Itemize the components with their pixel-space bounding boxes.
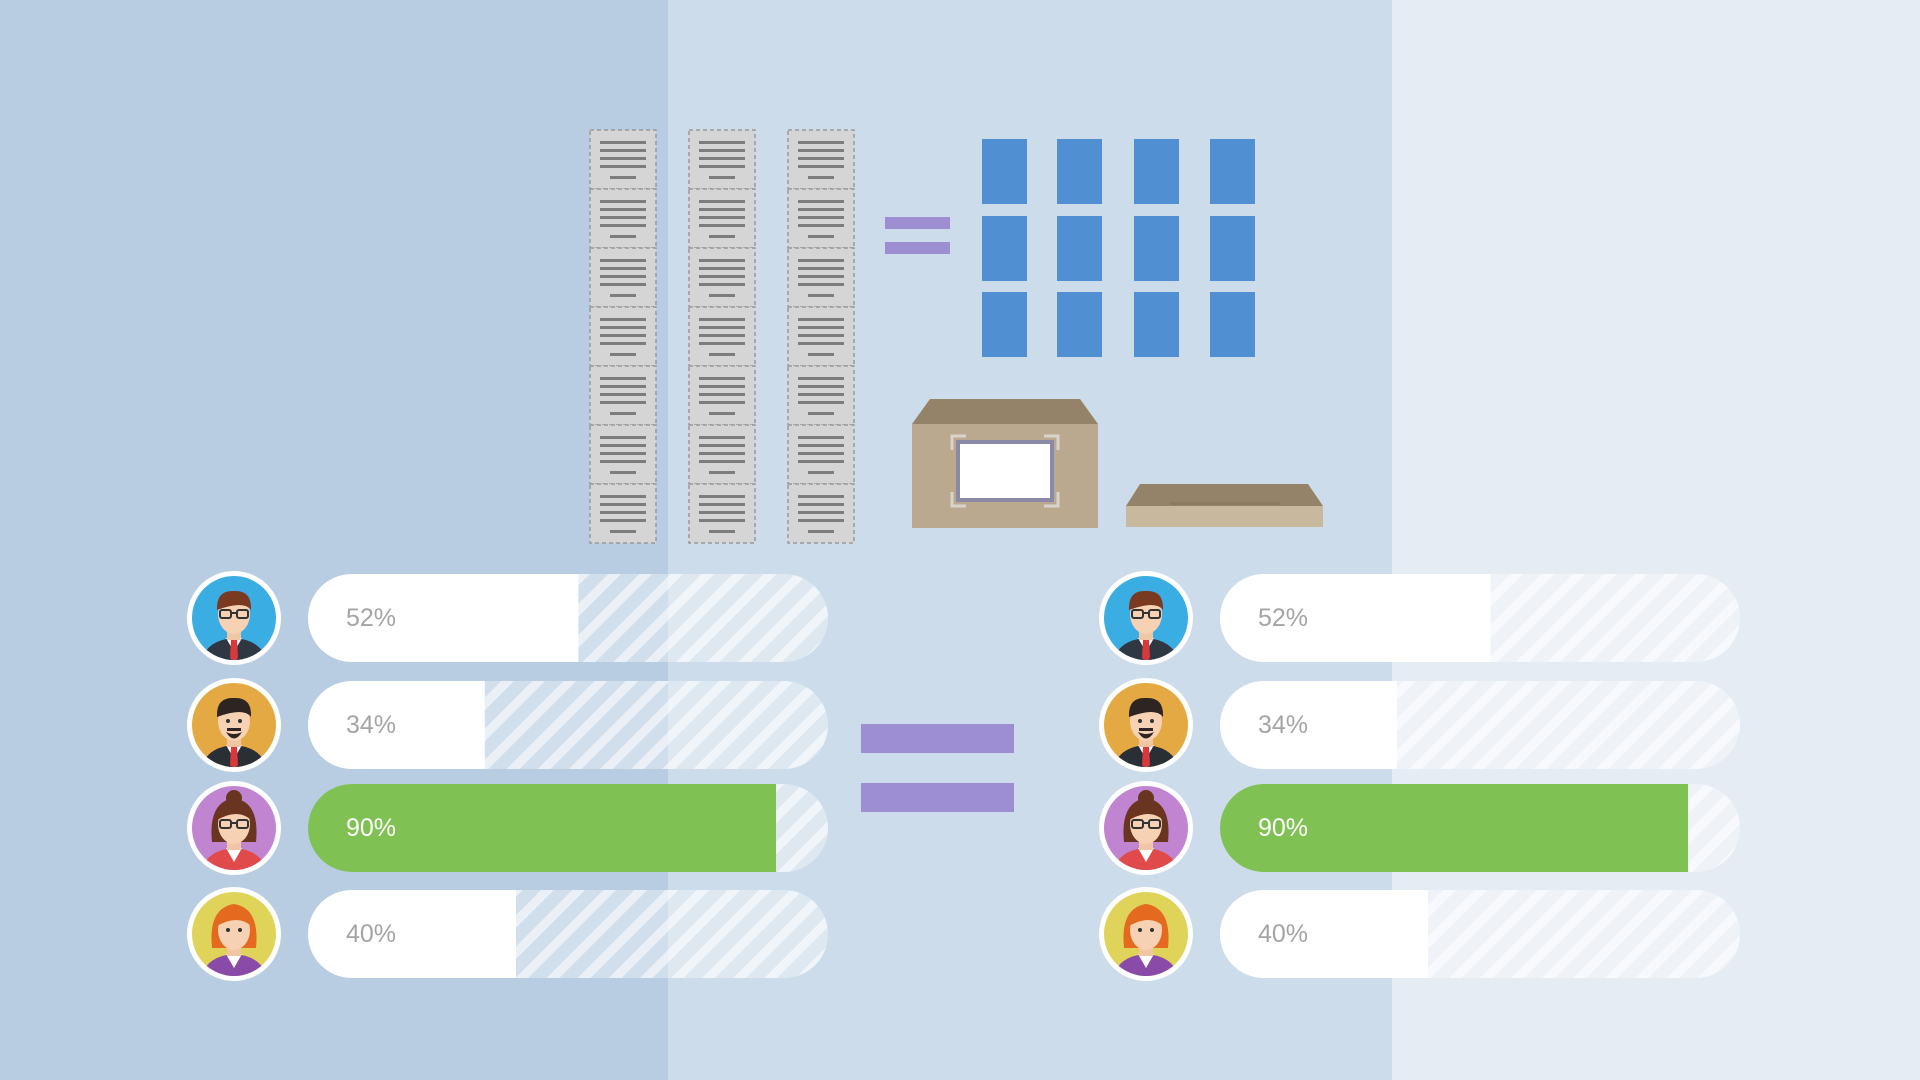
progress-fill bbox=[308, 784, 776, 872]
top-equals-icon bbox=[885, 217, 950, 254]
blue-block-icon bbox=[1057, 292, 1102, 357]
progress-fill bbox=[308, 574, 579, 662]
percent-label: 52% bbox=[1258, 604, 1309, 632]
blue-blocks-grid bbox=[982, 139, 1255, 357]
bottom-equals-icon bbox=[861, 724, 1014, 812]
progress-row bbox=[1099, 571, 1740, 665]
paper-stack-icon bbox=[688, 129, 756, 544]
avatar-man-beard-icon bbox=[1099, 678, 1193, 772]
equals-icon bbox=[861, 724, 1014, 753]
progress-row bbox=[187, 678, 828, 772]
progress-fill bbox=[1220, 784, 1688, 872]
equals-icon bbox=[885, 242, 950, 254]
paper-stacks-group bbox=[589, 129, 855, 544]
progress-fill bbox=[308, 890, 516, 978]
blue-block-icon bbox=[1134, 216, 1179, 281]
progress-fill bbox=[308, 681, 485, 769]
blue-block-icon bbox=[982, 216, 1027, 281]
avatar-woman-redhead-icon bbox=[187, 887, 281, 981]
blue-block-icon bbox=[1134, 292, 1179, 357]
progress-row bbox=[1099, 781, 1740, 875]
progress-row bbox=[1099, 887, 1740, 981]
percent-label: 90% bbox=[1258, 814, 1309, 842]
progress-row bbox=[187, 781, 828, 875]
progress-fill bbox=[1220, 890, 1428, 978]
blue-block-icon bbox=[1210, 139, 1255, 204]
progress-panel-right bbox=[1099, 571, 1740, 981]
progress-row bbox=[187, 571, 828, 665]
avatar-woman-glasses-icon bbox=[187, 781, 281, 875]
blue-block-icon bbox=[1057, 139, 1102, 204]
avatar-woman-redhead-icon bbox=[1099, 887, 1193, 981]
avatar-man-glasses-icon bbox=[187, 571, 281, 665]
percent-label: 40% bbox=[346, 920, 397, 948]
blue-block-icon bbox=[1210, 292, 1255, 357]
blue-block-icon bbox=[1134, 139, 1179, 204]
progress-row bbox=[1099, 678, 1740, 772]
percent-label: 90% bbox=[346, 814, 397, 842]
flat-tray-icon bbox=[1126, 484, 1323, 527]
blue-block-icon bbox=[1210, 216, 1255, 281]
progress-fill bbox=[1220, 681, 1397, 769]
avatar-woman-glasses-icon bbox=[1099, 781, 1193, 875]
blue-block-icon bbox=[982, 292, 1027, 357]
progress-fill bbox=[1220, 574, 1491, 662]
cardboard-box-icon bbox=[912, 399, 1098, 528]
percent-label: 52% bbox=[346, 604, 397, 632]
progress-panel-left bbox=[187, 571, 828, 981]
paper-stack-icon bbox=[787, 129, 855, 544]
blue-block-icon bbox=[1057, 216, 1102, 281]
equals-icon bbox=[885, 217, 950, 229]
percent-label: 34% bbox=[1258, 711, 1309, 739]
paper-stack-icon bbox=[589, 129, 657, 544]
percent-label: 40% bbox=[1258, 920, 1309, 948]
blue-block-icon bbox=[982, 139, 1027, 204]
equals-icon bbox=[861, 783, 1014, 812]
progress-row bbox=[187, 887, 828, 981]
percent-label: 34% bbox=[346, 711, 397, 739]
avatar-man-glasses-icon bbox=[1099, 571, 1193, 665]
avatar-man-beard-icon bbox=[187, 678, 281, 772]
